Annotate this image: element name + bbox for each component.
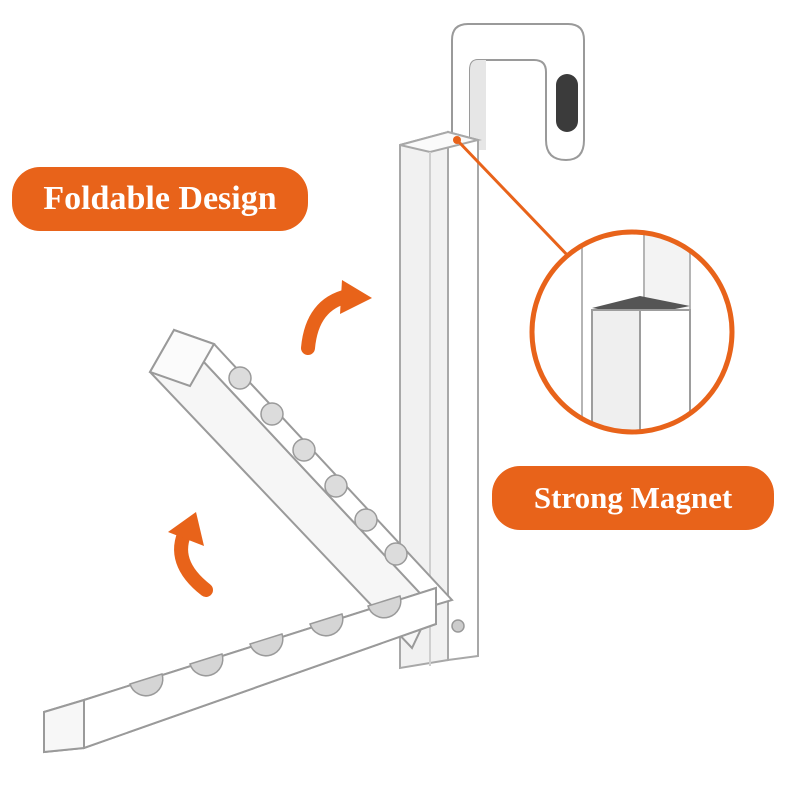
door-hook [451, 23, 585, 162]
bottom-arm [43, 586, 437, 754]
callout-line [453, 136, 574, 262]
strong-magnet-badge: Strong Magnet [492, 466, 774, 530]
foldable-design-badge: Foldable Design [12, 167, 308, 231]
folding-arm-upper [148, 328, 454, 650]
curved-arrow-icon [168, 512, 213, 597]
hook-slot [556, 74, 578, 132]
curved-arrow-icon [301, 280, 372, 355]
pivot-screw [451, 619, 465, 633]
magnet-zoom-circle [529, 229, 735, 435]
